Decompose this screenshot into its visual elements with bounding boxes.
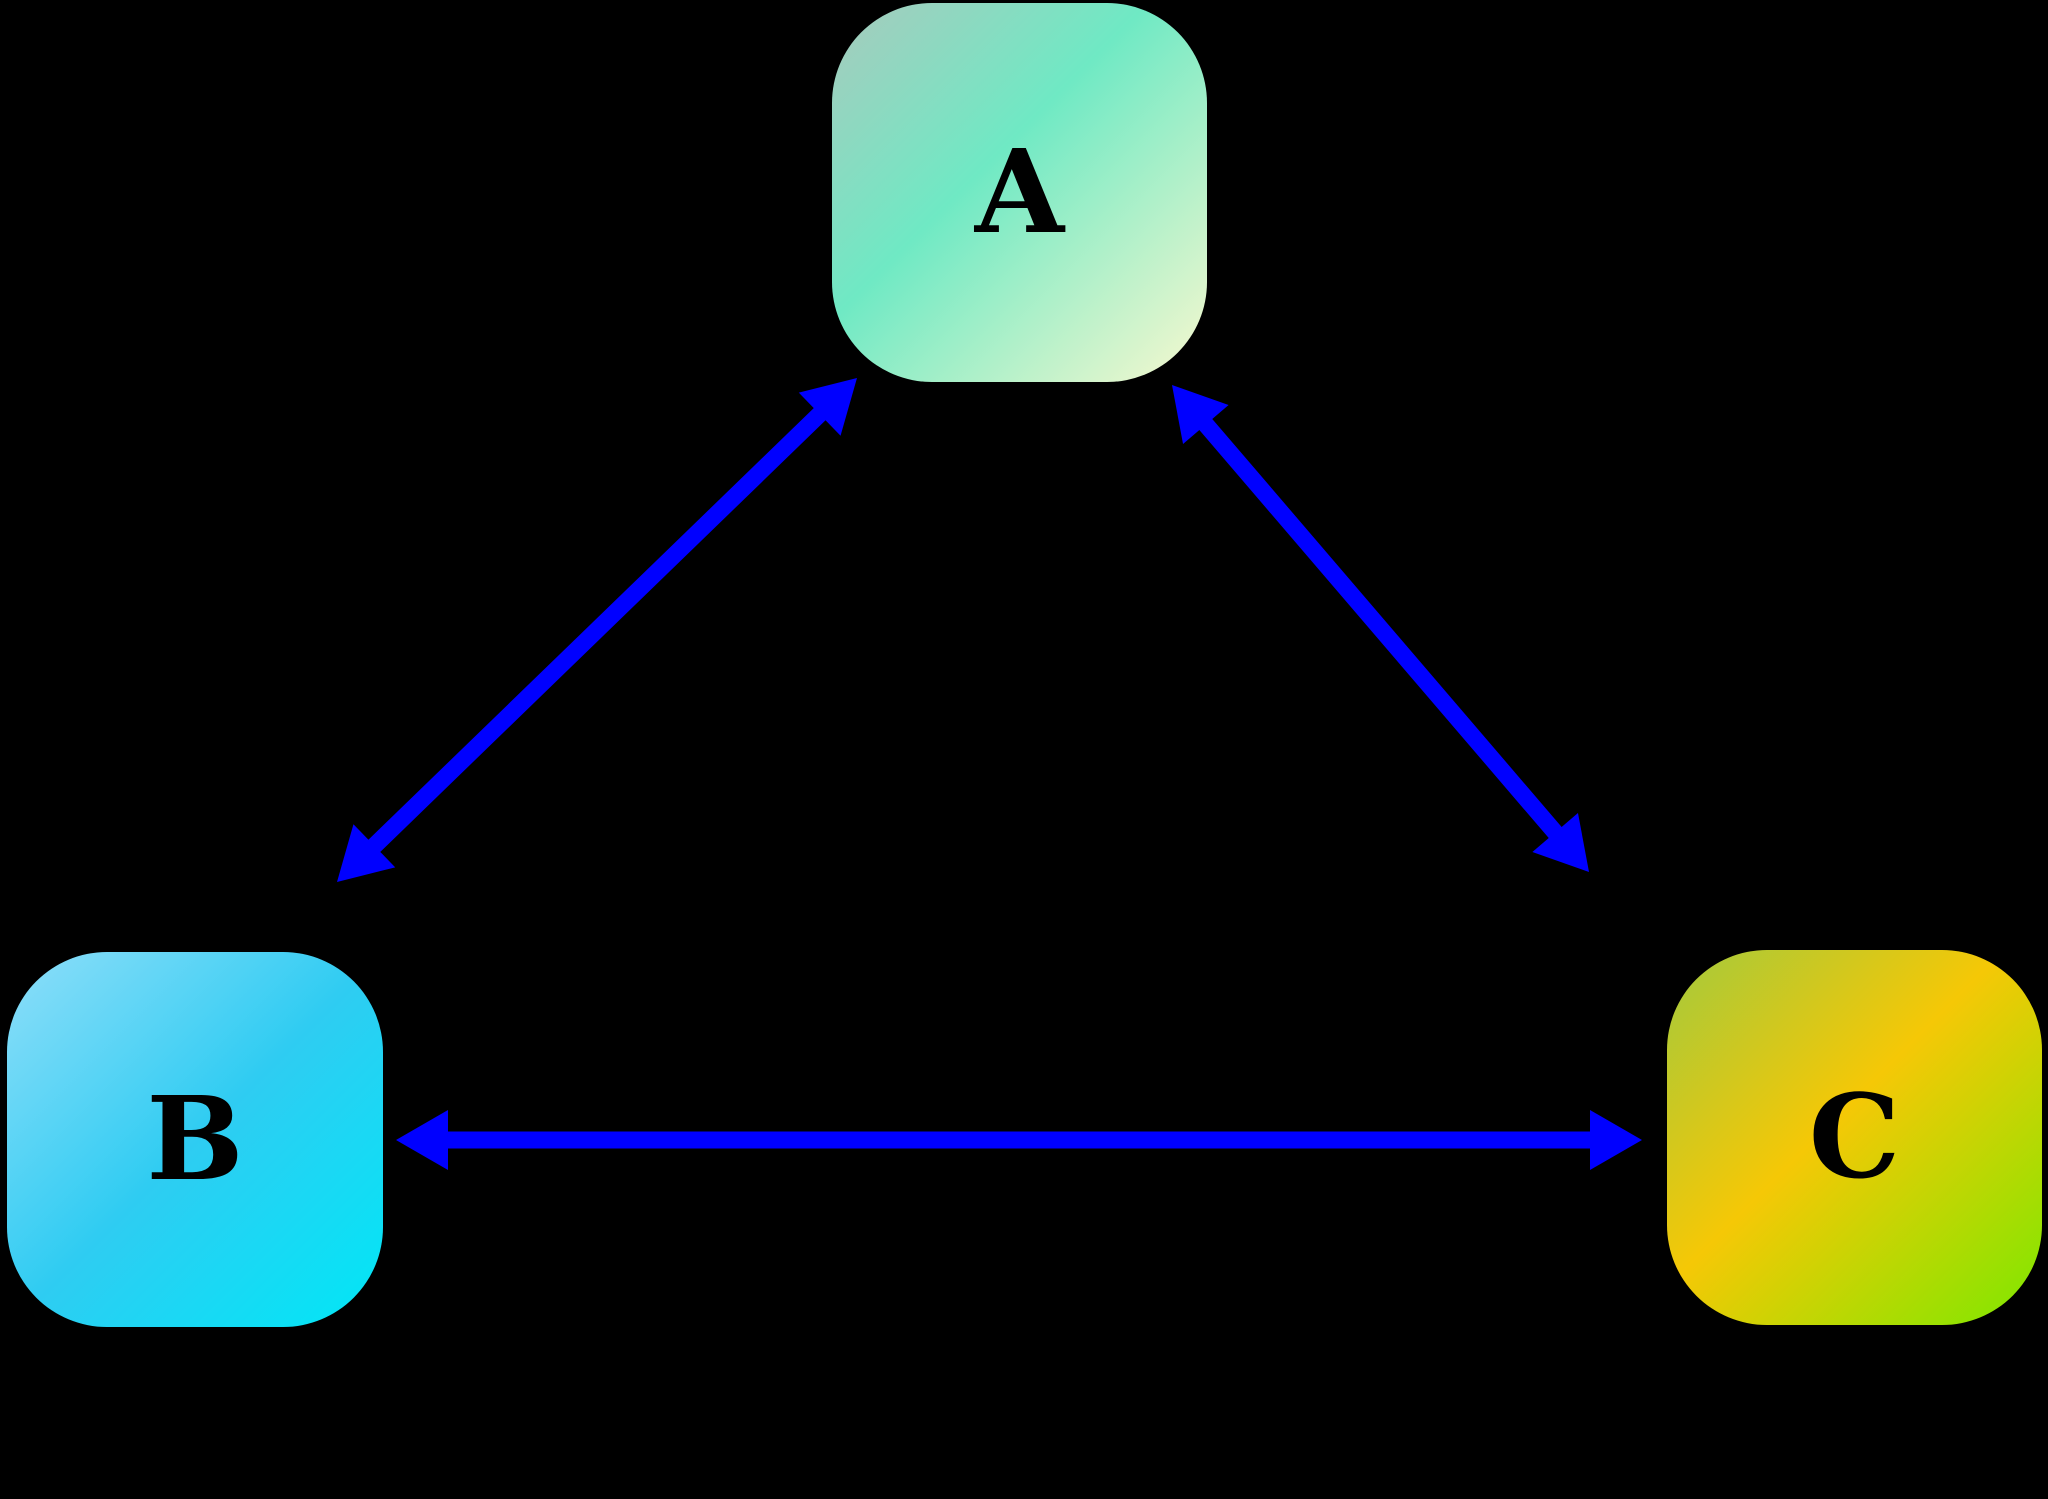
arrowhead-icon — [1532, 812, 1589, 872]
node-c-label: C — [1808, 1070, 1901, 1205]
node-c: C — [1667, 950, 2042, 1325]
edge-a-c — [1172, 385, 1589, 872]
node-a: A — [832, 3, 1207, 382]
edge-a-b — [337, 378, 857, 882]
node-a-label: A — [974, 125, 1065, 260]
arrowhead-icon — [1172, 385, 1229, 445]
node-b-label: B — [146, 1072, 244, 1207]
arrowhead-icon — [396, 1110, 448, 1170]
arrowhead-icon — [337, 824, 396, 882]
arrowhead-icon — [798, 378, 857, 436]
node-b: B — [7, 952, 383, 1327]
edge-b-c — [396, 1110, 1642, 1170]
arrowhead-icon — [1590, 1110, 1642, 1170]
